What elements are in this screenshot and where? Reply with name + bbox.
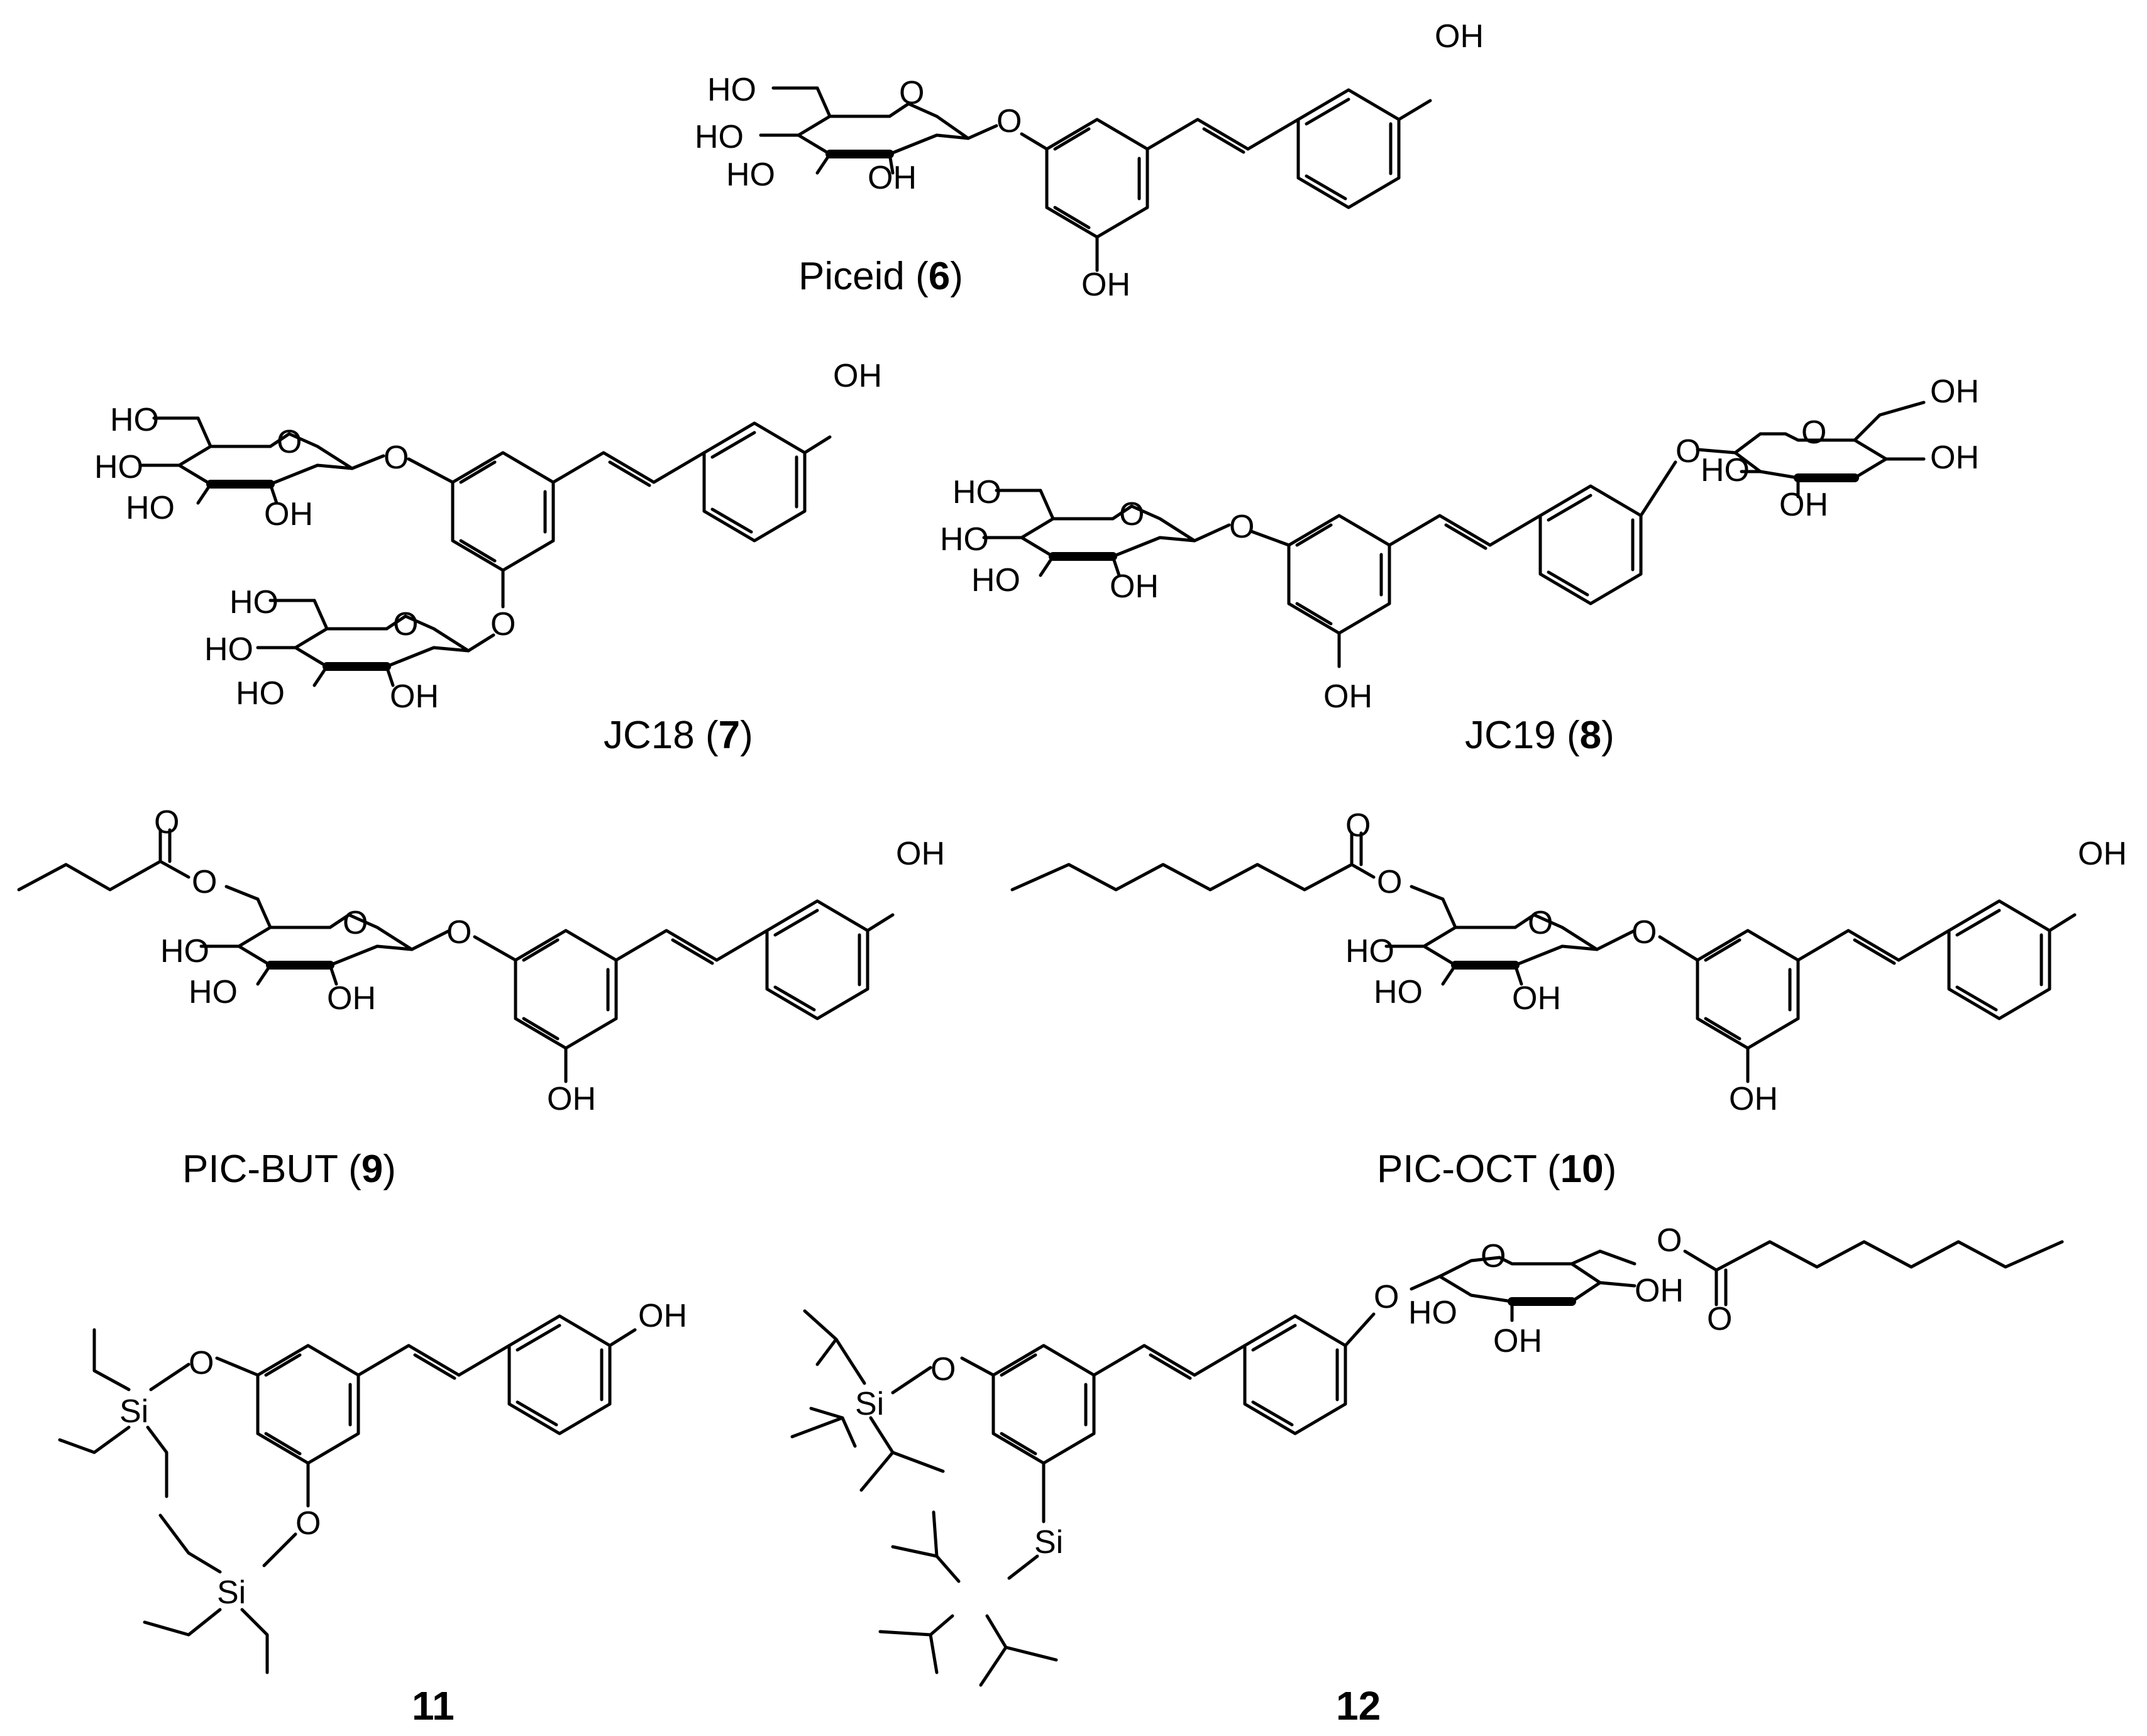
atom-label-oh: OH [547,1081,596,1117]
compound-11-caption: 11 [412,1683,455,1728]
compound-number: 8 [1580,714,1601,757]
atom-label-o: O [1675,433,1701,470]
compound-10-caption: PIC-OCT (10) [1377,1147,1616,1191]
atom-label-oh: OH [2078,836,2127,872]
compound-10-structure [1010,831,2077,1083]
atom-label-o: O [446,914,472,951]
compound-name: JC18 [604,714,695,757]
compound-9-caption: PIC-BUT (9) [182,1147,396,1191]
atom-label-oh: OH [264,496,313,533]
atom-label-o: O [1229,509,1254,545]
atom-label-o: O [996,103,1022,140]
atom-label-ho: HO [726,157,775,193]
compound-name: PIC-OCT [1377,1147,1537,1191]
atom-label-oh: OH [1493,1323,1542,1359]
atom-label-ho: HO [160,933,209,970]
atom-label-oh: OH [638,1298,687,1334]
compound-7-caption: JC18 (7) [604,714,753,757]
compound-11-structure [58,1314,637,1674]
atom-label-o: O [930,1351,956,1388]
atom-label-o: O [490,606,516,643]
svg-text:JC19 (8): JC19 (8) [1465,714,1614,757]
atom-label-o: O [1528,905,1553,941]
atom-label-si: Si [119,1393,148,1430]
atom-label-ho: HO [971,562,1020,599]
compound-number: 10 [1560,1147,1604,1191]
atom-label-ho: HO [189,974,238,1010]
atom-label-ho: HO [236,675,285,712]
atom-label-oh: OH [1512,980,1561,1017]
atom-label-oh: OH [1635,1273,1684,1309]
atom-label-o: O [1631,914,1657,951]
atom-label-ho: HO [204,631,253,668]
atom-label-ho: HO [1701,452,1750,489]
atom-label-ho: HO [110,402,159,438]
atom-label-o: O [277,424,302,460]
compound-name: PIC-BUT [182,1147,338,1191]
compound-name: Piceid [798,255,905,298]
compound-7-structure [140,416,832,687]
atom-label-o: O [1657,1222,1682,1259]
atom-label-o: O [343,905,368,941]
atom-label-si: Si [855,1386,884,1422]
atom-label-ho: HO [229,584,279,621]
atom-label-o: O [1377,864,1402,900]
atom-label-o: O [1345,807,1371,844]
atom-label-oh: OH [896,836,945,872]
compound-number: 6 [929,255,950,298]
compound-8-structure [982,401,1926,668]
atom-label-ho: HO [1374,974,1423,1010]
atom-label-oh: OH [1930,373,1979,410]
atom-label-oh: OH [1323,678,1372,715]
svg-text:JC18 (7): JC18 (7) [604,714,753,757]
atom-label-o: O [1801,414,1826,451]
atom-label-oh: OH [1435,18,1484,55]
atom-label-oh: OH [1930,440,1979,476]
atom-label-o: O [192,864,217,900]
svg-text:PIC-OCT (10): PIC-OCT (10) [1377,1147,1616,1191]
atom-label-o: Si [1034,1524,1063,1561]
atom-label-o: O [1374,1279,1399,1315]
atom-label-o: O [384,440,409,476]
atom-label-si: Si [217,1574,246,1611]
compound-number: 7 [719,714,740,757]
atom-label-ho: HO [940,521,989,558]
compound-9-structure [17,828,895,1083]
atom-label-ho: HO [94,449,143,485]
svg-text:Piceid (6): Piceid (6) [798,255,963,298]
compound-number: 9 [362,1147,383,1191]
atom-label-ho: HO [1345,933,1394,970]
atom-label-ho: HO [126,490,175,526]
atom-label-ho: HO [707,72,756,108]
atom-label-oh: OH [390,678,439,715]
atom-label-oh: OH [1779,487,1828,523]
atom-label-o: O [1707,1301,1732,1337]
atom-label-oh: OH [1729,1081,1778,1117]
atom-label-o: O [154,804,179,841]
compound-6-structure [759,86,1432,272]
atom-label-o: O [295,1505,321,1542]
compound-12-structure [790,1240,2064,1687]
atom-label-oh: OH [1110,568,1159,605]
atom-label-oh: OH [327,980,376,1017]
atom-label-o: O [189,1345,214,1381]
compound-name: JC19 [1465,714,1556,757]
compound-12-caption: 12 [1336,1683,1381,1728]
atom-label-ho: HO [1408,1295,1457,1331]
atom-label-oh: OH [868,160,917,196]
atom-label-o: O [1481,1238,1506,1274]
compound-8-caption: JC19 (8) [1465,714,1614,757]
atom-label-o: O [393,606,418,643]
atom-label-oh: OH [833,358,882,394]
svg-text:PIC-BUT (9): PIC-BUT (9) [182,1147,396,1191]
compound-6-caption: Piceid (6) [798,255,963,298]
atom-label-ho: HO [952,474,1002,511]
atom-label-o: O [899,75,924,111]
atom-label-o: O [1119,496,1144,533]
atom-label-ho: HO [695,119,744,155]
atom-label-oh: OH [1081,267,1130,303]
